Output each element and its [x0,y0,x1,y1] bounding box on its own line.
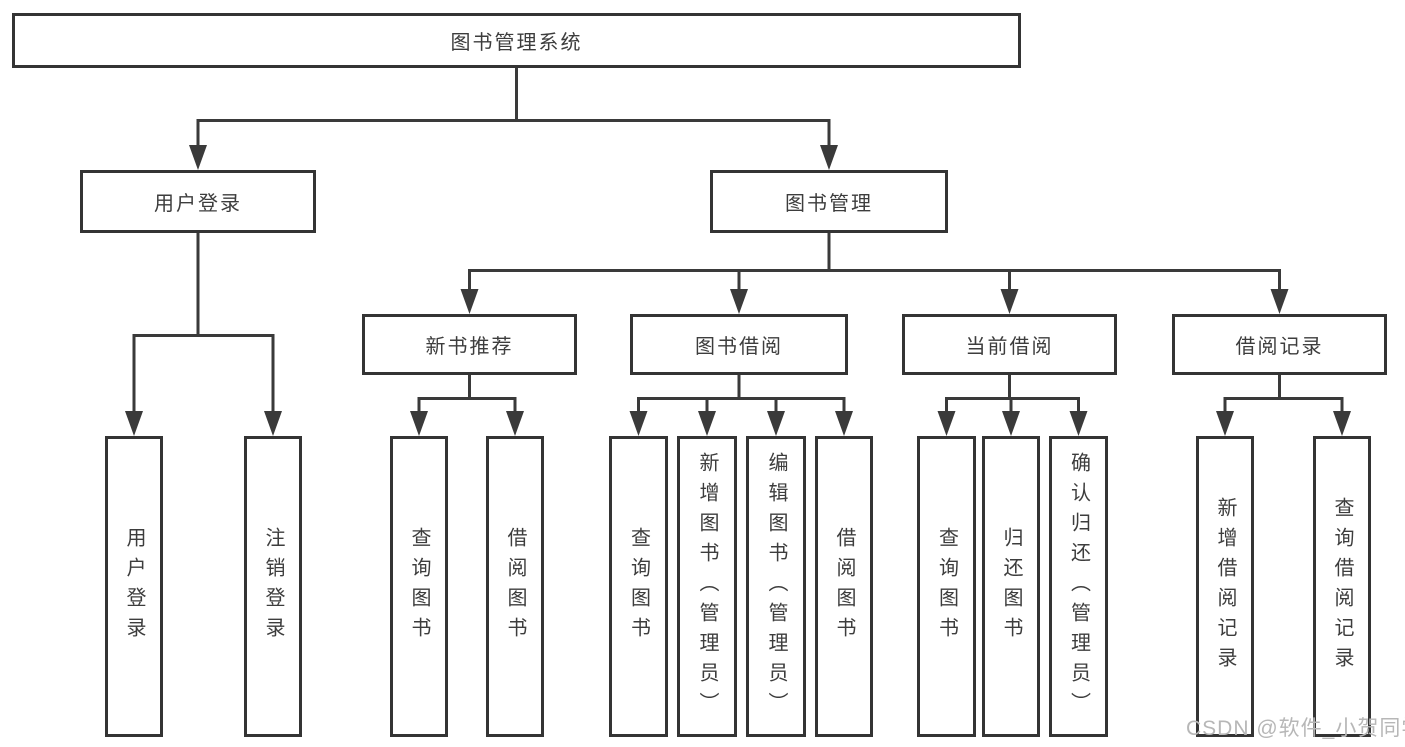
node-current-borrowing: 当前借阅 [902,314,1117,375]
arrowhead-icon [1002,411,1020,436]
arrowhead-icon [767,411,785,436]
arrowhead-icon [1000,289,1019,314]
node-label: 归还图书 [1000,526,1022,647]
node-book-borrowing: 图书借阅 [630,314,848,375]
node-user-login: 用户登录 [105,436,163,737]
node-add-borrowing-record: 新增借阅记录 [1196,436,1254,737]
arrowhead-icon [125,411,143,436]
arrowhead-icon [1069,411,1088,436]
node-logout: 注销登录 [244,436,302,737]
node-label: 当前借阅 [965,336,1054,358]
node-label: 查询图书 [935,526,958,647]
node-library-management-system: 图书管理系统 [12,13,1021,68]
node-label: 借阅图书 [833,526,855,647]
arrowhead-icon [1270,289,1289,314]
node-query-books-current: 查询图书 [917,436,976,737]
node-label: 新增图书（管理员） [696,451,718,722]
node-label: 用户登录 [123,526,145,647]
arrowhead-icon [189,145,207,170]
node-label: 注销登录 [262,526,284,647]
node-new-book-recommendation: 新书推荐 [362,314,577,375]
arrowhead-icon [1333,411,1351,436]
node-label: 查询图书 [627,526,650,647]
node-label: 借阅记录 [1235,336,1324,358]
node-borrow-books-recommendation: 借阅图书 [486,436,544,737]
node-label: 编辑图书（管理员） [765,451,787,722]
node-label: 图书管理系统 [450,32,583,54]
node-label: 查询借阅记录 [1331,496,1353,677]
node-confirm-return-admin: 确认归还（管理员） [1049,436,1108,737]
node-query-books-recommendation: 查询图书 [390,436,448,737]
node-return-books: 归还图书 [982,436,1040,737]
node-book-management: 图书管理 [710,170,948,233]
arrowhead-icon [264,411,282,436]
arrowhead-icon [820,145,838,170]
arrowhead-icon [629,411,648,436]
node-label: 新增借阅记录 [1214,496,1236,677]
node-label: 图书借阅 [695,336,783,358]
arrowhead-icon [730,289,748,314]
node-label: 用户登录 [154,193,242,215]
node-edit-books-admin: 编辑图书（管理员） [746,436,806,737]
arrowhead-icon [410,411,428,436]
arrowhead-icon [1216,411,1234,436]
node-label: 新书推荐 [425,336,514,358]
arrowhead-icon [937,411,956,436]
node-borrow-books-borrowing: 借阅图书 [815,436,873,737]
arrowhead-icon [698,411,716,436]
node-query-books-borrowing: 查询图书 [609,436,668,737]
arrowhead-icon [506,411,524,436]
node-label: 借阅图书 [504,526,526,647]
watermark: CSDN @软件_小贺同学 [1186,717,1405,740]
node-user-login-branch: 用户登录 [80,170,316,233]
node-label: 查询图书 [408,526,430,647]
node-query-borrowing-record: 查询借阅记录 [1313,436,1371,737]
node-label: 确认归还（管理员） [1067,451,1090,722]
node-add-books-admin: 新增图书（管理员） [677,436,737,737]
arrowhead-icon [460,289,479,314]
arrowhead-icon [835,411,853,436]
node-borrowing-records: 借阅记录 [1172,314,1387,375]
node-label: 图书管理 [785,193,873,215]
